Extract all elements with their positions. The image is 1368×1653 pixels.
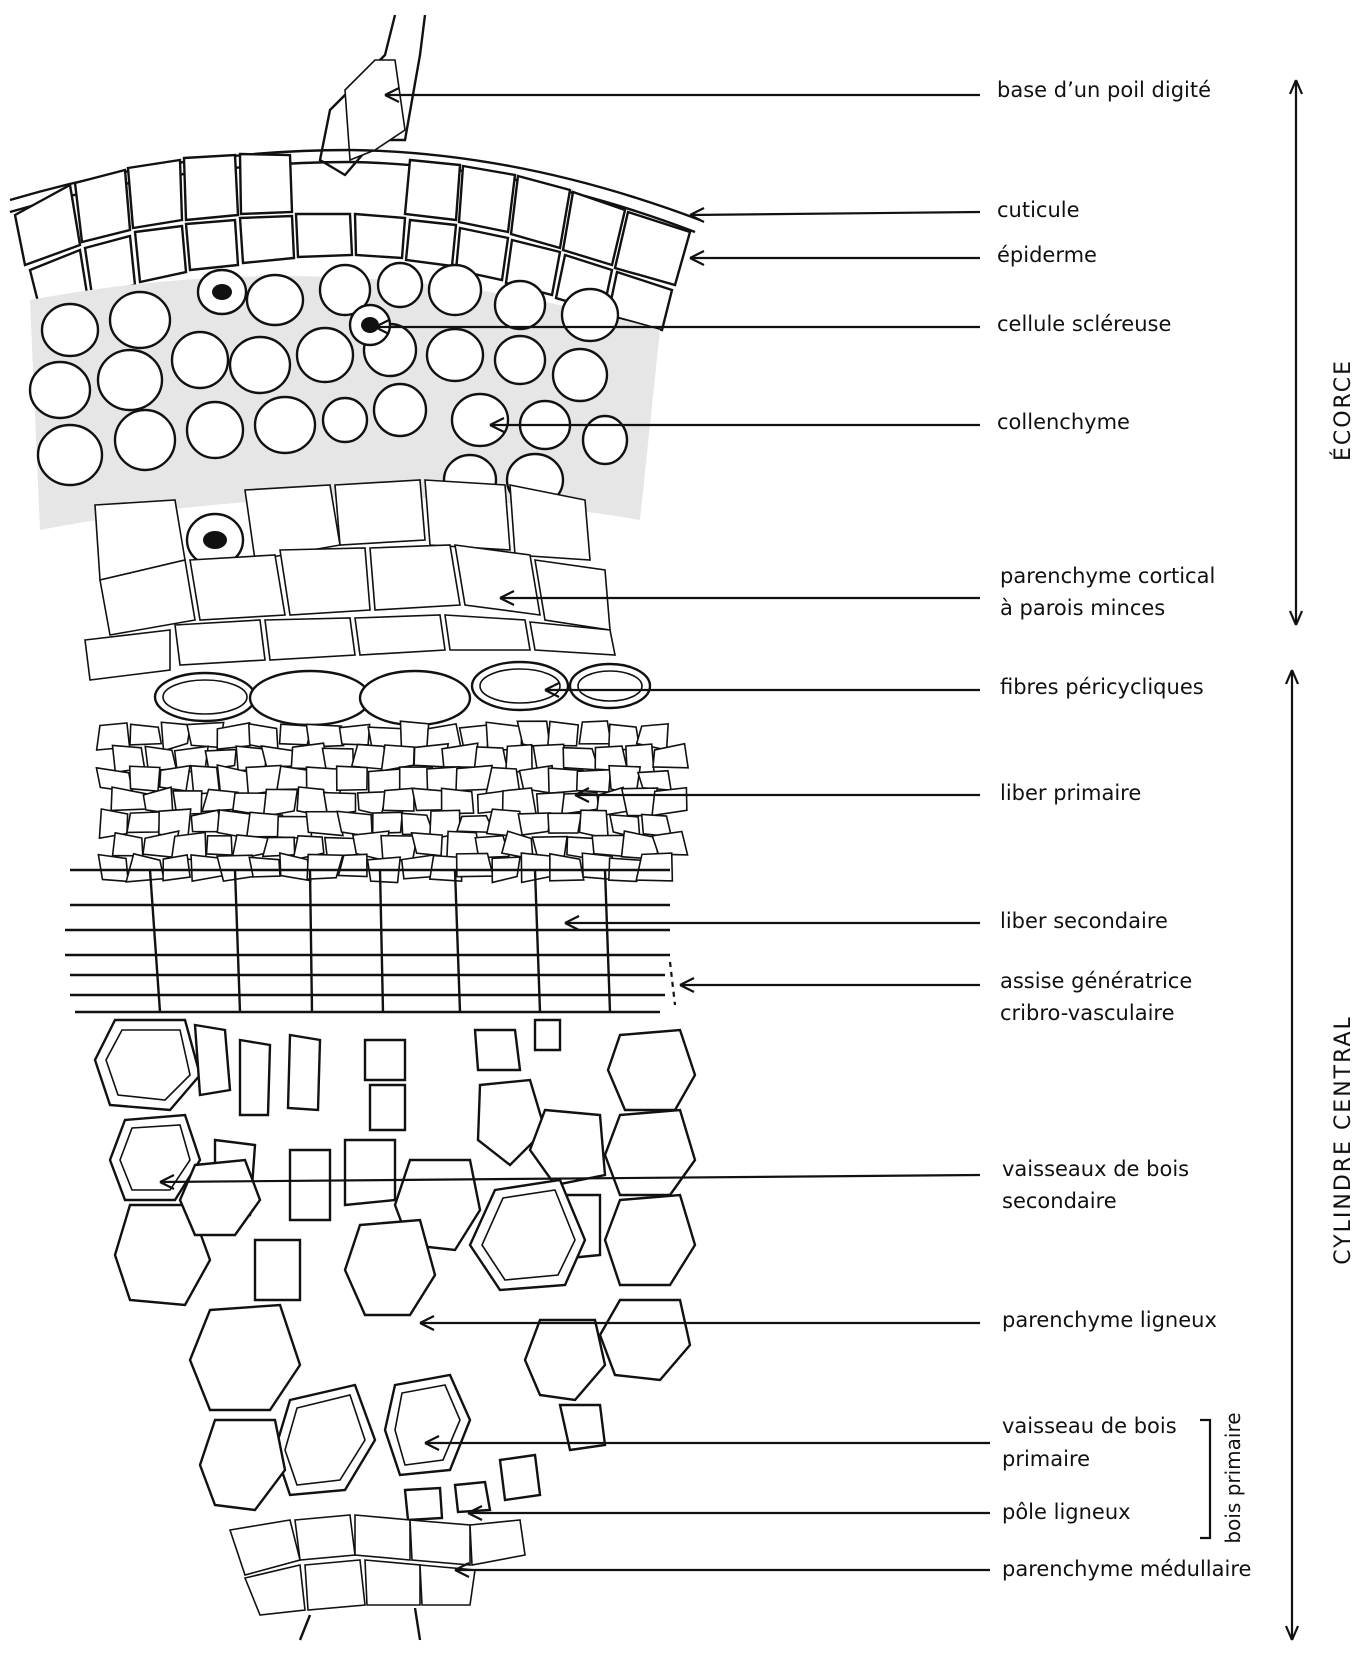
phloem-cell [548,813,581,833]
phloem-cell [636,853,672,881]
phloem-cell [580,810,609,839]
region-bois-primaire: bois primaire [1221,1412,1245,1543]
phloem-cell [577,770,611,792]
phloem-cell [339,854,367,876]
region-brackets [1200,80,1302,1640]
phloem-cell [400,721,428,749]
label-pole: pôle ligneux [1002,1500,1131,1524]
phloem-cell [563,748,598,770]
phloem-cell [412,788,444,810]
phloem-cell [358,792,387,816]
phloem-cell [340,725,370,745]
pericyclic-fibres [155,662,650,725]
phloem-cell [652,832,687,855]
phloem-cell [456,766,492,791]
label-vaisseau-primaire-2: primaire [1002,1447,1090,1471]
primary-xylem [190,1305,605,1520]
phloem-cell [98,855,128,882]
cortical-parenchyma [85,480,615,680]
phloem-cell [207,836,233,855]
phloem-cell [337,766,368,790]
phloem-cell [582,853,612,879]
phloem-cell [263,789,297,816]
phloem-cell [457,853,493,876]
secondary-phloem [65,870,670,1012]
label-vaisseaux-1: vaisseaux de bois [1002,1157,1189,1181]
phloem-cell [402,855,434,879]
label-medullaire: parenchyme médullaire [1002,1557,1251,1581]
labels: base d’un poil digité cuticule épiderme … [997,78,1251,1581]
medullary-parenchyma [230,1515,525,1640]
phloem-cell [373,812,403,833]
label-liber-secondaire: liber secondaire [1000,909,1168,933]
phloem-cell [249,857,280,877]
label-collenchyme: collenchyme [997,410,1130,434]
phloem-cell [127,812,162,833]
label-parenchyme-ligneux: parenchyme ligneux [1002,1308,1217,1332]
phloem-cell [217,810,250,838]
phloem-cell [412,833,443,856]
phloem-cell [518,813,550,835]
label-cuticule: cuticule [997,198,1080,222]
phloem-cell [161,722,190,750]
label-parenchyme-cortical-1: parenchyme cortical [1000,564,1215,588]
label-sclereuse: cellule scléreuse [997,312,1171,336]
label-vaisseaux-2: secondaire [1002,1189,1117,1213]
label-assise-1: assise génératrice [1000,969,1192,993]
phloem-cell [143,787,172,813]
phloem-cell [113,833,143,856]
phloem-cell [263,837,295,856]
phloem-cell [638,771,671,790]
region-ecorce: ÉCORCE [1330,359,1356,461]
phloem-cell [652,788,687,816]
phloem-cell [130,724,161,745]
label-parenchyme-cortical-2: à parois minces [1000,596,1165,620]
phloem-cell [306,724,343,747]
phloem-cell [383,788,414,811]
label-epiderme: épiderme [997,243,1097,267]
phloem-cell [130,766,160,791]
phloem-cell [579,721,611,744]
phloem-cell [307,854,343,879]
label-assise-2: cribro-vasculaire [1000,1001,1175,1025]
region-labels: ÉCORCE CYLINDRE CENTRAL bois primaire [1221,359,1356,1544]
label-vaisseau-primaire-1: vaisseau de bois [1002,1414,1177,1438]
phloem-cell [111,787,147,810]
phloem-cell [126,854,164,882]
phloem-cell [550,854,584,881]
label-fibres: fibres péricycliques [1000,675,1204,699]
primary-phloem [96,721,688,882]
region-cylindre-central: CYLINDRE CENTRAL [1331,1015,1356,1265]
label-poil: base d’un poil digité [997,78,1211,102]
secondary-xylem [95,1020,695,1380]
phloem-cell [163,855,190,881]
label-liber-primaire: liber primaire [1000,781,1141,805]
phloem-cell [548,721,578,745]
tissue-drawing [10,15,700,1640]
phloem-cell [402,813,434,834]
phloem-cell [160,766,190,791]
